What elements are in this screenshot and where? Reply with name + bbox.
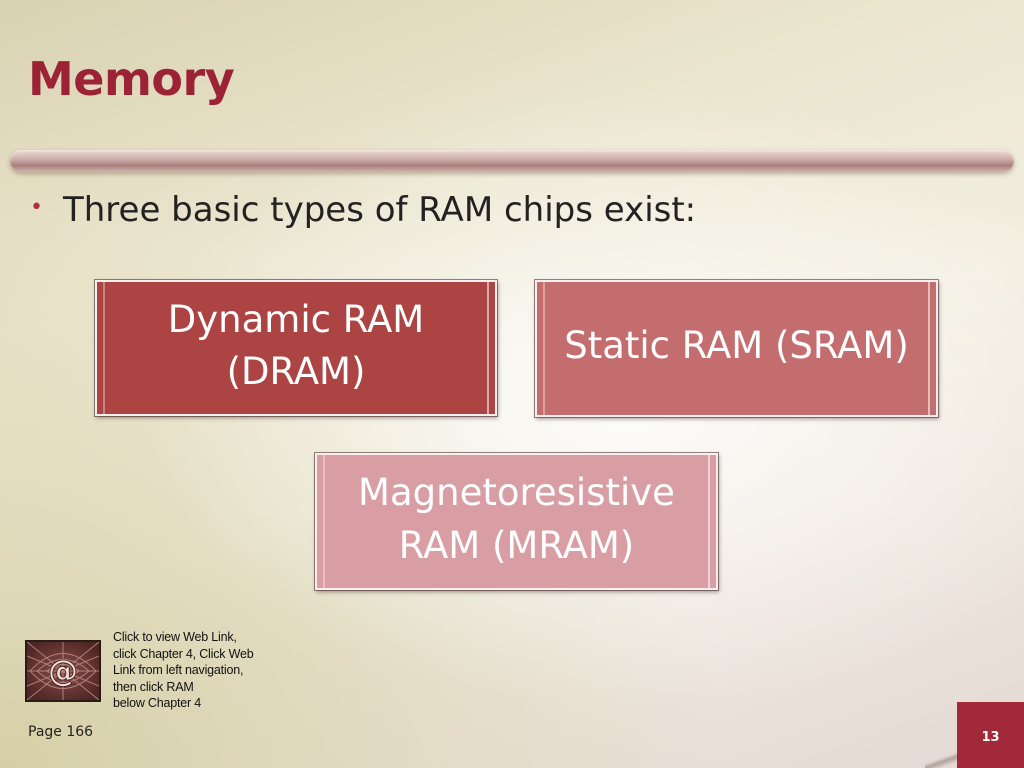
slide-number-badge: 13 (957, 702, 1024, 768)
at-sign-icon[interactable]: @ (25, 640, 101, 702)
sram-label: Static RAM (SRAM) (564, 324, 909, 368)
page-reference: Page 166 (28, 724, 94, 740)
web-link-line: below Chapter 4 (113, 696, 202, 711)
dram-box: Dynamic RAM (DRAM) (94, 279, 498, 417)
slide-title: Memory (28, 52, 235, 106)
dram-label-line-1: Dynamic RAM (167, 297, 425, 341)
page-curl-shadow (925, 750, 959, 768)
title-divider (10, 150, 1014, 172)
bullet-item: • Three basic types of RAM chips exist: (30, 190, 696, 230)
bullet-marker: • (30, 194, 43, 220)
bullet-text: Three basic types of RAM chips exist: (62, 190, 697, 230)
slide-number: 13 (981, 729, 1000, 745)
web-link-line: click Chapter 4, Click Web (113, 646, 254, 661)
mram-label-line-1: Magnetoresistive (358, 471, 675, 515)
web-link-line: Click to view Web Link, (113, 630, 237, 644)
mram-box: Magnetoresistive RAM (MRAM) (314, 452, 719, 591)
web-link-line: Link from left navigation, (113, 663, 244, 678)
web-link-line: then click RAM (113, 679, 194, 694)
web-link-instructions: Click to view Web Link, click Chapter 4,… (113, 629, 273, 712)
dram-label-line-2: (DRAM) (226, 350, 366, 393)
sram-box: Static RAM (SRAM) (534, 279, 939, 418)
svg-text:@: @ (48, 654, 78, 689)
mram-label-line-2: RAM (MRAM) (398, 523, 635, 567)
